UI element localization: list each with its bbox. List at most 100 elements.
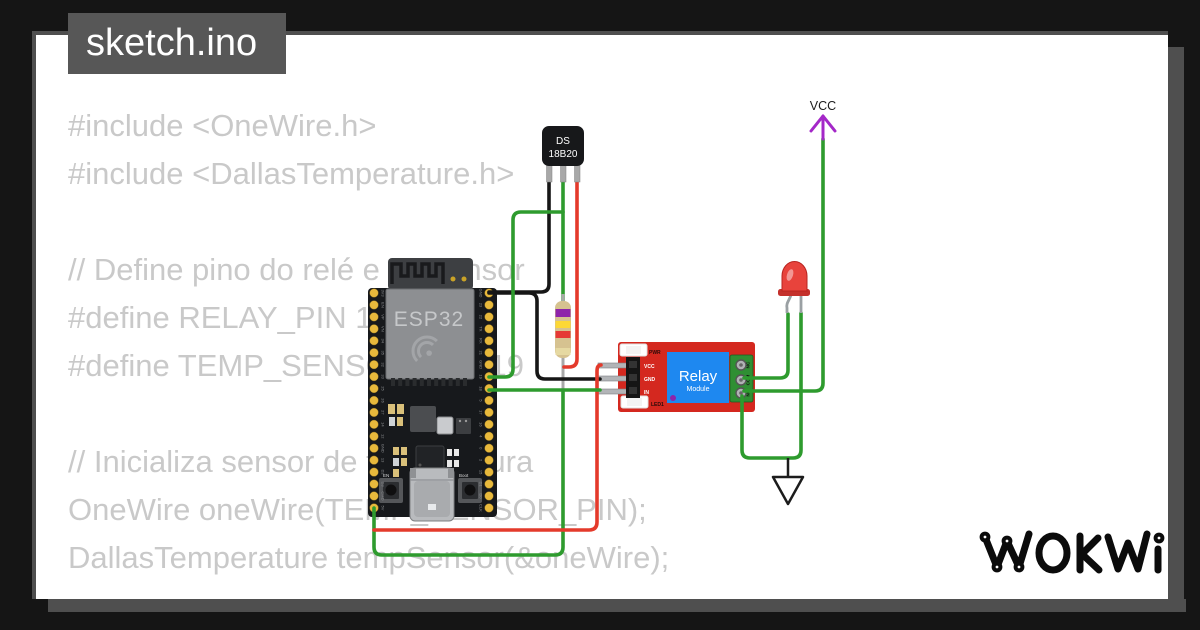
header-pin — [629, 387, 637, 394]
esp32-pin-22 — [484, 312, 494, 322]
esp32-pin-d3 — [369, 479, 379, 489]
smd-component — [401, 458, 407, 466]
resistor-band-purple — [555, 309, 571, 317]
esp32-pin-label: 5 — [479, 399, 484, 402]
esp32-pin-16 — [484, 419, 494, 429]
antenna-pad — [461, 276, 467, 282]
esp32-pin-27 — [369, 407, 379, 417]
esp32-pin-12 — [369, 431, 379, 441]
smd-component — [447, 449, 452, 456]
esp32-pin-label: 12 — [381, 434, 386, 439]
sketch-tab: sketch.ino — [68, 13, 286, 74]
esp32-pin-label: 23 — [479, 303, 484, 308]
esp32-pin-label: 13 — [381, 458, 386, 463]
esp32-pin-4 — [484, 431, 494, 441]
esp32-pin-label: EN — [381, 302, 386, 308]
wire-relay-vcc-to-5v — [372, 363, 603, 532]
esp32-pin-label: 3V3 — [381, 289, 386, 297]
smd-component — [447, 460, 452, 467]
smd-ic — [456, 418, 471, 434]
header-pin — [629, 374, 637, 381]
esp32-pin-label: GND — [381, 444, 386, 453]
esp32-pin-3v3 — [369, 288, 379, 298]
relay-subtitle: Module — [687, 386, 710, 393]
esp32-pin-label: 32 — [381, 362, 386, 367]
en-button-label: EN — [383, 473, 389, 478]
ic-dot — [458, 419, 462, 423]
antenna-pad — [450, 276, 456, 282]
esp32-pin-label: RX — [479, 338, 484, 344]
module-pad — [455, 378, 460, 386]
led — [778, 261, 810, 313]
esp32-pin-cmd — [369, 491, 379, 501]
relay-module: PWR LED1 VCC GND IN Relay Module NC COM … — [597, 342, 755, 412]
esp32-pin-5 — [484, 395, 494, 405]
esp32-pin-13 — [369, 455, 379, 465]
esp32-pin-label: 2 — [479, 459, 484, 462]
relay-in-label: IN — [644, 390, 649, 396]
module-pad — [463, 378, 467, 386]
esp32-board: ESP32 EN Boot — [368, 258, 497, 522]
esp32-pin-label: TX — [479, 326, 484, 331]
esp32-pin-2 — [484, 455, 494, 465]
smd-component — [393, 458, 399, 466]
pwr-label: PWR — [649, 350, 661, 356]
vcc-label: VCC — [810, 99, 836, 113]
esp32-pin-label: 27 — [381, 410, 386, 415]
code-line: #include <DallasTemperature.h> — [68, 156, 515, 191]
esp32-pin-label: 33 — [381, 374, 386, 379]
module-pad — [391, 378, 395, 386]
wire-led-to-gnd — [740, 311, 803, 460]
esp32-pin-d0 — [484, 491, 494, 501]
screw-slot — [739, 378, 743, 382]
relay-in-lead — [597, 388, 629, 395]
wifi-logo-icon — [411, 335, 438, 362]
esp32-pin-label: VP — [381, 314, 386, 320]
module-pad — [434, 378, 439, 386]
boot-button-label: Boot — [459, 473, 469, 478]
esp32-pin-label: D3 — [381, 481, 386, 487]
relay-vcc-label: VCC — [644, 364, 655, 370]
esp32-pin-rx — [484, 336, 494, 346]
relay-title: Relay — [679, 368, 718, 385]
esp32-pin-label: 4 — [479, 435, 484, 438]
ds18b20-label-line2: 18B20 — [549, 149, 578, 160]
tab-title: sketch.ino — [86, 22, 258, 64]
esp32-pin-21 — [484, 348, 494, 358]
resistor-band-yellow — [555, 321, 571, 328]
vcc-arrow-icon — [809, 114, 837, 141]
led1-label: LED1 — [651, 402, 664, 408]
screw-slot — [739, 363, 743, 367]
module-pads — [391, 378, 467, 386]
esp32-pin-label: 22 — [479, 315, 484, 320]
esp32-chip-label: ESP32 — [394, 308, 464, 331]
header-pin — [629, 361, 637, 368]
relay-blue-cover — [667, 352, 729, 403]
esp32-pin-35 — [369, 348, 379, 358]
esp32-pin-label: 21 — [479, 350, 484, 355]
wire-5v-to-resistor — [372, 388, 565, 557]
esp32-pin-tx — [484, 324, 494, 334]
antenna-zigzag-icon — [390, 262, 445, 284]
esp32-pin-label: 0 — [479, 447, 484, 450]
esp32-pin-gnd — [369, 443, 379, 453]
esp32-pin-en — [369, 300, 379, 310]
led1-component-inner — [627, 398, 642, 406]
esp32-pin-clk — [484, 503, 494, 513]
esp32-pin-26 — [369, 395, 379, 405]
esp32-left-pin-column: 3V3ENVPVN343532332526271412GND13D2D3CMD5… — [369, 288, 386, 513]
resistor-band-gold — [555, 348, 571, 355]
esp32-pin-label: 34 — [381, 339, 386, 344]
esp32-pin-25 — [369, 384, 379, 394]
boot-button-cap — [464, 484, 476, 496]
esp32-pin-label: 5V — [381, 505, 386, 510]
esp32-pin-label: 16 — [479, 422, 484, 427]
esp32-pin-label: CLK — [479, 504, 484, 512]
wire-ds18b20-vcc — [562, 176, 579, 369]
relay-gnd-lead — [597, 375, 629, 382]
esp32-pin-0 — [484, 443, 494, 453]
en-button-cap — [385, 484, 397, 496]
led-cathode-leg — [785, 294, 793, 313]
esp32-pin-14 — [369, 419, 379, 429]
